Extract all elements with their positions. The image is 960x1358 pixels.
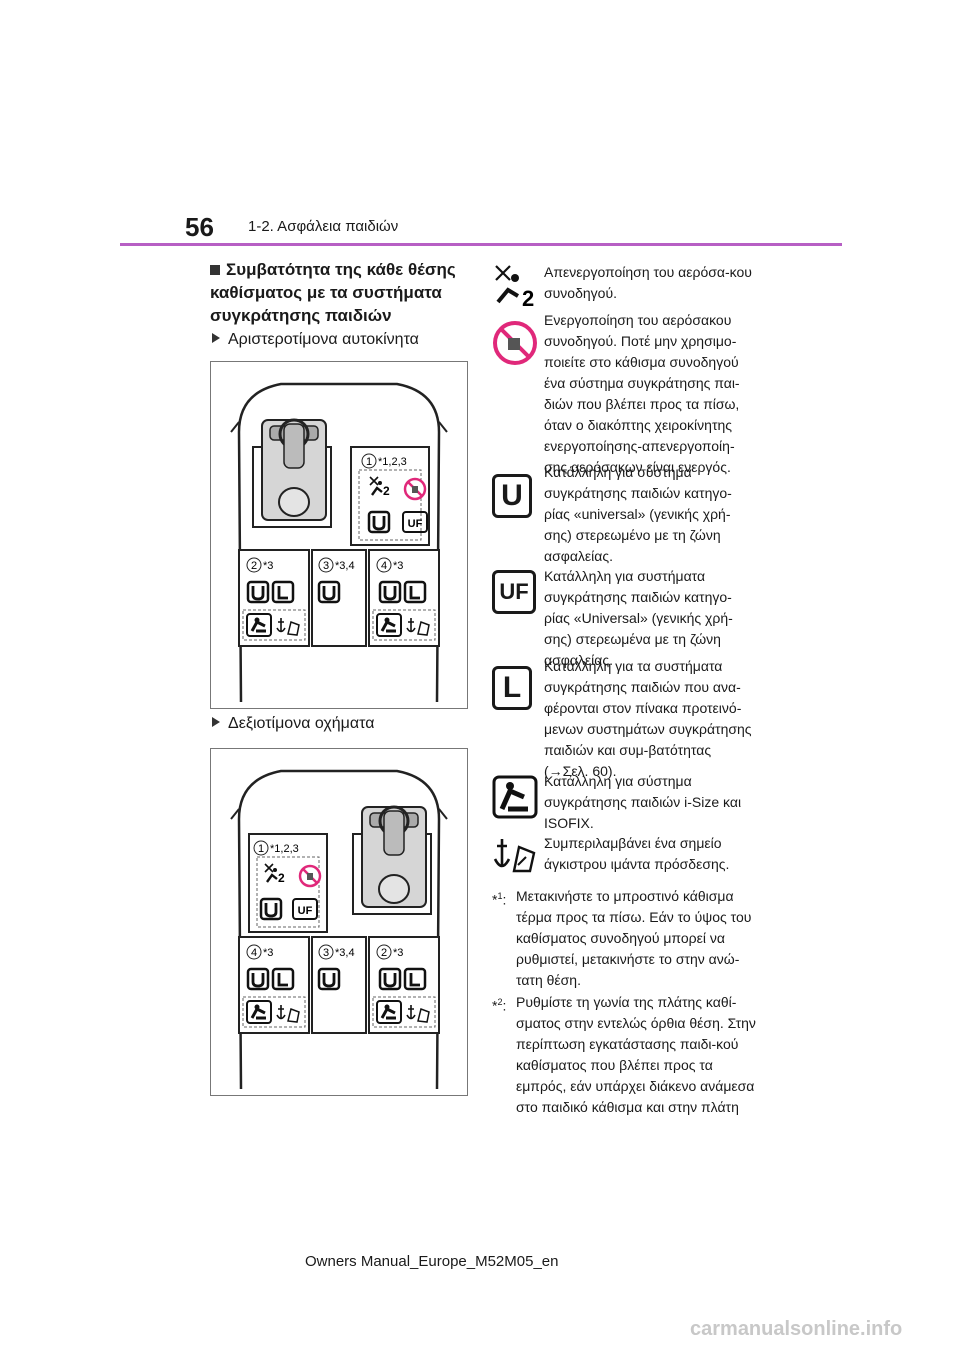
seat-note: *3	[263, 560, 273, 572]
legend-item: Συμπεριλαμβάνει ένα σημείο άγκιστρου ιμά…	[492, 833, 762, 881]
legend-text: Κατάλληλη για τα συστήματα συγκράτησης π…	[544, 658, 752, 779]
legend-item: Ενεργοποίηση του αερόσακου συνοδηγού. Πο…	[492, 310, 762, 482]
universal-icon: U	[492, 474, 532, 518]
legend-text: Συμπεριλαμβάνει ένα σημείο άγκιστρου ιμά…	[544, 835, 730, 872]
rear-facing-prohibited-icon	[493, 321, 537, 365]
isize-isofix-icon	[492, 775, 538, 819]
footnote: *1: Μετακινήστε το μπροστινό κάθισμα τέρ…	[492, 886, 762, 991]
seat-number: 1	[258, 843, 264, 855]
seat-note: *3	[263, 947, 273, 959]
header-rule	[120, 243, 842, 246]
seat-note: *3	[393, 947, 403, 959]
left-drive-diagram: 1 *1,2,3 2 UF 2 *3 3 *3,4 4 *3	[210, 361, 468, 709]
legend-text: Απενεργοποίηση του αερόσα-κου συνοδηγού.	[544, 264, 752, 301]
right-drive-title: Δεξιοτίμονα οχήματα	[228, 715, 375, 732]
footnote-mark: *2:	[492, 997, 507, 1014]
seat-number: 4	[251, 947, 257, 959]
triangle-bullet-icon	[212, 717, 220, 727]
uf-symbol: UF	[298, 905, 313, 917]
section-heading: Συμβατότητα της κάθε θέσης καθίσματος με…	[210, 258, 460, 327]
seat-number: 1	[366, 456, 372, 468]
seat-note: *3,4	[335, 947, 355, 959]
universal-front-icon: UF	[492, 570, 536, 614]
airbag-off-2: 2	[383, 484, 390, 498]
left-drive-subtitle: Αριστεροτίμονα αυτοκίνητα	[212, 331, 419, 349]
seat-note: *3	[393, 560, 403, 572]
seat-number: 4	[381, 560, 387, 572]
bullet-square-icon	[210, 265, 220, 275]
seat-note: *1,2,3	[378, 456, 407, 468]
watermark: carmanualsonline.info	[690, 1318, 903, 1340]
left-drive-title: Αριστεροτίμονα αυτοκίνητα	[228, 331, 419, 348]
section-title: 1-2. Ασφάλεια παιδιών	[248, 218, 399, 235]
footnote-mark: *1:	[492, 891, 507, 908]
footnote-text: Ρυθμίστε τη γωνία της πλάτης καθί-σματος…	[516, 994, 756, 1115]
airbag-off-icon: 2	[495, 265, 534, 308]
seat-note: *3,4	[335, 560, 355, 572]
anchor-icon	[493, 839, 536, 873]
legend-item: UF Κατάλληλη για συστήματα συγκράτησης π…	[492, 566, 762, 668]
airbag-off-2: 2	[278, 871, 285, 885]
legend-text: Κατάλληλη για σύστημα συγκράτησης παιδιώ…	[544, 464, 732, 564]
footnote: *2: Ρυθμίστε τη γωνία της πλάτης καθί-σμ…	[492, 992, 762, 1118]
seat-note: *1,2,3	[270, 843, 299, 855]
limited-icon: L	[492, 666, 532, 710]
legend-text: Κατάλληλη για σύστημα συγκράτησης παιδιώ…	[544, 773, 742, 831]
uf-symbol: UF	[408, 518, 423, 530]
legend-item: L Κατάλληλη για τα συστήματα συγκράτησης…	[492, 656, 762, 779]
footer-text: Owners Manual_Europe_M52M05_en	[305, 1253, 559, 1270]
seat-number: 2	[251, 560, 257, 572]
heading-text: Συμβατότητα της κάθε θέσης καθίσματος με…	[210, 260, 456, 325]
seat-number: 2	[381, 947, 387, 959]
right-drive-subtitle: Δεξιοτίμονα οχήματα	[212, 715, 374, 733]
legend-item: 2 Απενεργοποίηση του αερόσα-κου συνοδηγο…	[492, 262, 762, 310]
legend-two: 2	[522, 286, 534, 308]
legend-item: Κατάλληλη για σύστημα συγκράτησης παιδιώ…	[492, 771, 762, 831]
right-drive-diagram: 1 *1,2,3 2 UF 4 *3 3 *3,4 2 *3	[210, 748, 468, 1096]
seat-number: 3	[323, 947, 329, 959]
footnote-text: Μετακινήστε το μπροστινό κάθισμα τέρμα π…	[516, 888, 752, 988]
legend-text: Κατάλληλη για συστήματα συγκράτησης παιδ…	[544, 568, 733, 668]
seat-number: 3	[323, 560, 329, 572]
legend-text: Ενεργοποίηση του αερόσακου συνοδηγού. Πο…	[544, 312, 740, 475]
legend-item: U Κατάλληλη για σύστημα συγκράτησης παιδ…	[492, 462, 762, 564]
triangle-bullet-icon	[212, 333, 220, 343]
page-number: 56	[185, 212, 214, 242]
